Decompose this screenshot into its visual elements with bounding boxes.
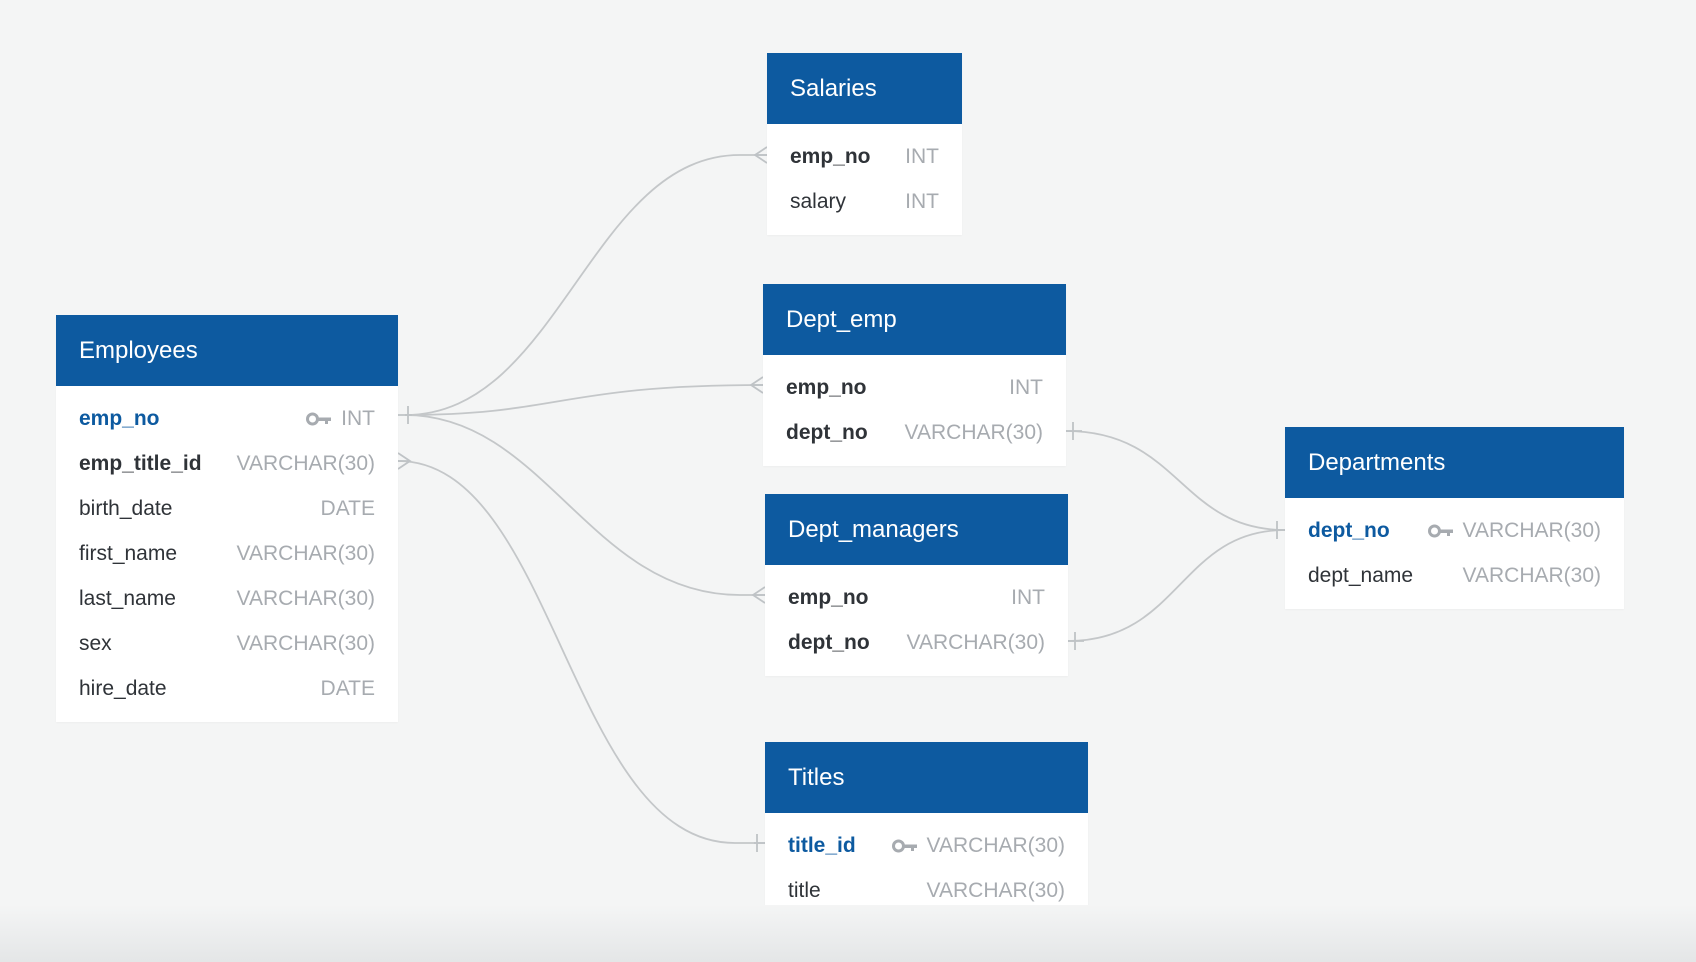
- table-title: Dept_managers: [788, 515, 959, 543]
- relation-line-dept-emp-departments[interactable]: [1065, 430, 1286, 531]
- column-row[interactable]: first_name VARCHAR(30): [56, 531, 398, 576]
- column-name: birth_date: [79, 496, 173, 520]
- column-name: dept_no: [1308, 518, 1390, 542]
- table-header[interactable]: Dept_emp: [763, 284, 1066, 355]
- many-marker-icon: [753, 146, 768, 164]
- column-row[interactable]: emp_title_id VARCHAR(30): [56, 441, 398, 486]
- table-header[interactable]: Departments: [1285, 427, 1624, 498]
- column-row[interactable]: title VARCHAR(30): [765, 868, 1088, 913]
- column-row[interactable]: emp_no INT: [56, 396, 398, 441]
- column-name: dept_no: [788, 630, 870, 654]
- column-name: title_id: [788, 833, 856, 857]
- column-name: title: [788, 878, 821, 902]
- table-title: Employees: [79, 336, 198, 364]
- canvas-bottom-edge: [0, 905, 1696, 962]
- column-list: emp_no INT dept_no VARCHAR(30): [763, 355, 1066, 466]
- table-header[interactable]: Employees: [56, 315, 398, 386]
- column-type: DATE: [320, 676, 375, 700]
- column-row[interactable]: last_name VARCHAR(30): [56, 576, 398, 621]
- column-list: emp_no INT emp_title_id VARCHAR(30) birt…: [56, 386, 398, 722]
- key-icon: [1427, 524, 1454, 538]
- column-list: emp_no INT salary INT: [767, 124, 962, 235]
- key-icon: [891, 839, 918, 853]
- column-row[interactable]: emp_no INT: [763, 365, 1066, 410]
- column-name: emp_no: [788, 585, 869, 609]
- one-marker-icon: [1066, 422, 1082, 440]
- column-row[interactable]: birth_date DATE: [56, 486, 398, 531]
- column-row[interactable]: dept_no VARCHAR(30): [765, 620, 1068, 665]
- key-icon: [306, 412, 332, 426]
- column-type: VARCHAR(30): [1462, 563, 1601, 587]
- table-header[interactable]: Salaries: [767, 53, 962, 124]
- table-salaries[interactable]: Salaries emp_no INT salary INT: [767, 53, 962, 235]
- table-title: Salaries: [790, 74, 877, 102]
- column-type: VARCHAR(30): [1462, 518, 1601, 542]
- column-name: first_name: [79, 541, 178, 565]
- column-row[interactable]: emp_no INT: [765, 575, 1068, 620]
- column-type: INT: [905, 144, 939, 168]
- column-name: emp_no: [79, 406, 160, 430]
- relation-line-employees-dept-managers[interactable]: [404, 414, 765, 596]
- table-title: Dept_emp: [786, 305, 897, 333]
- column-row[interactable]: salary INT: [767, 179, 962, 224]
- relation-line-dept-managers-departments[interactable]: [1067, 529, 1286, 642]
- column-list: dept_no VARCHAR(30) dept_name VARCHAR(30…: [1285, 498, 1624, 609]
- many-marker-icon: [397, 452, 412, 470]
- column-type: VARCHAR(30): [236, 451, 375, 475]
- column-type: VARCHAR(30): [926, 833, 1065, 857]
- column-name: emp_no: [790, 144, 871, 168]
- column-type: VARCHAR(30): [906, 630, 1045, 654]
- column-list: title_id VARCHAR(30) title VARCHAR(30): [765, 813, 1088, 924]
- table-dept-emp[interactable]: Dept_emp emp_no INT dept_no VARCHAR(30): [763, 284, 1066, 466]
- column-name: emp_title_id: [79, 451, 202, 475]
- column-type: INT: [905, 189, 939, 213]
- column-type: VARCHAR(30): [236, 586, 375, 610]
- column-row[interactable]: dept_no VARCHAR(30): [1285, 508, 1624, 553]
- column-name: salary: [790, 189, 847, 213]
- relation-line-employees-titles[interactable]: [397, 460, 765, 844]
- column-name: sex: [79, 631, 112, 655]
- one-marker-icon: [398, 406, 412, 424]
- column-name: hire_date: [79, 676, 167, 700]
- one-marker-icon: [1272, 521, 1285, 539]
- column-type: INT: [341, 406, 375, 430]
- many-marker-icon: [749, 376, 764, 394]
- column-name: last_name: [79, 586, 176, 610]
- column-row[interactable]: sex VARCHAR(30): [56, 621, 398, 666]
- one-marker-icon: [1068, 632, 1084, 650]
- table-header[interactable]: Dept_managers: [765, 494, 1068, 565]
- relation-line-employees-salaries[interactable]: [404, 154, 767, 416]
- table-employees[interactable]: Employees emp_no INT emp_title_id VARCHA…: [56, 315, 398, 722]
- table-titles[interactable]: Titles title_id VARCHAR(30) title VARCHA…: [765, 742, 1088, 924]
- column-name: dept_name: [1308, 563, 1414, 587]
- column-type: VARCHAR(30): [926, 878, 1065, 902]
- table-header[interactable]: Titles: [765, 742, 1088, 813]
- column-row[interactable]: dept_no VARCHAR(30): [763, 410, 1066, 455]
- relation-line-employees-dept-emp[interactable]: [404, 384, 764, 416]
- column-row[interactable]: emp_no INT: [767, 134, 962, 179]
- column-list: emp_no INT dept_no VARCHAR(30): [765, 565, 1068, 676]
- column-row[interactable]: dept_name VARCHAR(30): [1285, 553, 1624, 598]
- column-type: INT: [1011, 585, 1045, 609]
- column-row[interactable]: title_id VARCHAR(30): [765, 823, 1088, 868]
- column-type: VARCHAR(30): [236, 631, 375, 655]
- many-marker-icon: [751, 586, 766, 604]
- column-type: INT: [1009, 375, 1043, 399]
- column-row[interactable]: hire_date DATE: [56, 666, 398, 711]
- column-type: VARCHAR(30): [236, 541, 375, 565]
- column-type: VARCHAR(30): [904, 420, 1043, 444]
- column-name: dept_no: [786, 420, 868, 444]
- column-type: DATE: [320, 496, 375, 520]
- table-dept-managers[interactable]: Dept_managers emp_no INT dept_no VARCHAR…: [765, 494, 1068, 676]
- table-departments[interactable]: Departments dept_no VARCHAR(30) dept_nam…: [1285, 427, 1624, 609]
- table-title: Departments: [1308, 448, 1446, 476]
- table-title: Titles: [788, 763, 845, 791]
- column-name: emp_no: [786, 375, 867, 399]
